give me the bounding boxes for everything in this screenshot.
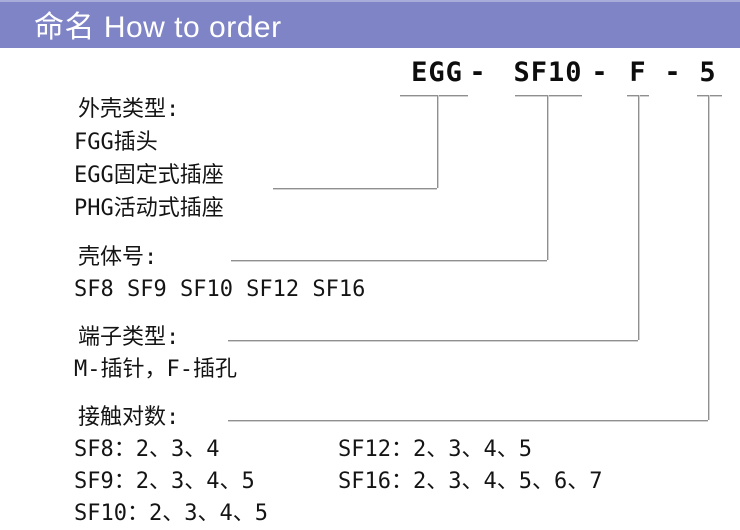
contact-pairs-sf12: SF12：2、3、4、5 — [338, 437, 532, 462]
part-number-segment-contact-pairs: 5 — [699, 57, 717, 88]
leader-horizontal-terminal-type — [228, 340, 638, 341]
shell-type-label: 外壳类型: — [78, 97, 180, 122]
shell-type-option-egg: EGG固定式插座 — [74, 163, 224, 188]
leader-horizontal-contact-pairs — [228, 420, 708, 421]
contact-pairs-sf8: SF8：2、3、4 — [74, 437, 220, 462]
part-number-segment-shell-type: EGG — [411, 57, 463, 88]
part-number-separator: - — [469, 57, 487, 88]
contact-pairs-sf10: SF10：2、3、4、5 — [74, 501, 268, 526]
terminal-type-label: 端子类型: — [78, 325, 180, 350]
part-number-segment-shell-size: SF10 — [513, 57, 583, 88]
shell-type-option-fgg: FGG插头 — [74, 130, 158, 155]
part-number-separator: - — [664, 57, 682, 88]
leader-vertical-shell-type — [437, 95, 438, 188]
leader-vertical-contact-pairs — [708, 95, 709, 420]
contact-pairs-sf9: SF9：2、3、4、5 — [74, 469, 255, 494]
contact-pairs-sf16: SF16：2、3、4、5、6、7 — [338, 469, 603, 494]
shell-size-values: SF8 SF9 SF10 SF12 SF16 — [74, 277, 366, 302]
leader-vertical-shell-size — [547, 95, 548, 260]
underline-contact-pairs — [697, 95, 722, 96]
underline-shell-type — [400, 95, 468, 96]
leader-vertical-terminal-type — [638, 95, 639, 340]
terminal-type-values: M-插针，F-插孔 — [74, 357, 237, 382]
contact-pairs-label: 接触对数: — [78, 405, 180, 430]
header-bar: 命名 How to order — [0, 0, 740, 48]
part-number-segment-terminal-type: F — [629, 57, 647, 88]
shell-size-label: 壳体号: — [78, 245, 158, 270]
underline-shell-size — [515, 95, 582, 96]
page-title: 命名 How to order — [34, 11, 282, 44]
part-number-separator: - — [591, 57, 609, 88]
shell-type-option-phg: PHG活动式插座 — [74, 196, 224, 221]
leader-horizontal-shell-type — [273, 188, 437, 189]
leader-horizontal-shell-size — [231, 260, 547, 261]
